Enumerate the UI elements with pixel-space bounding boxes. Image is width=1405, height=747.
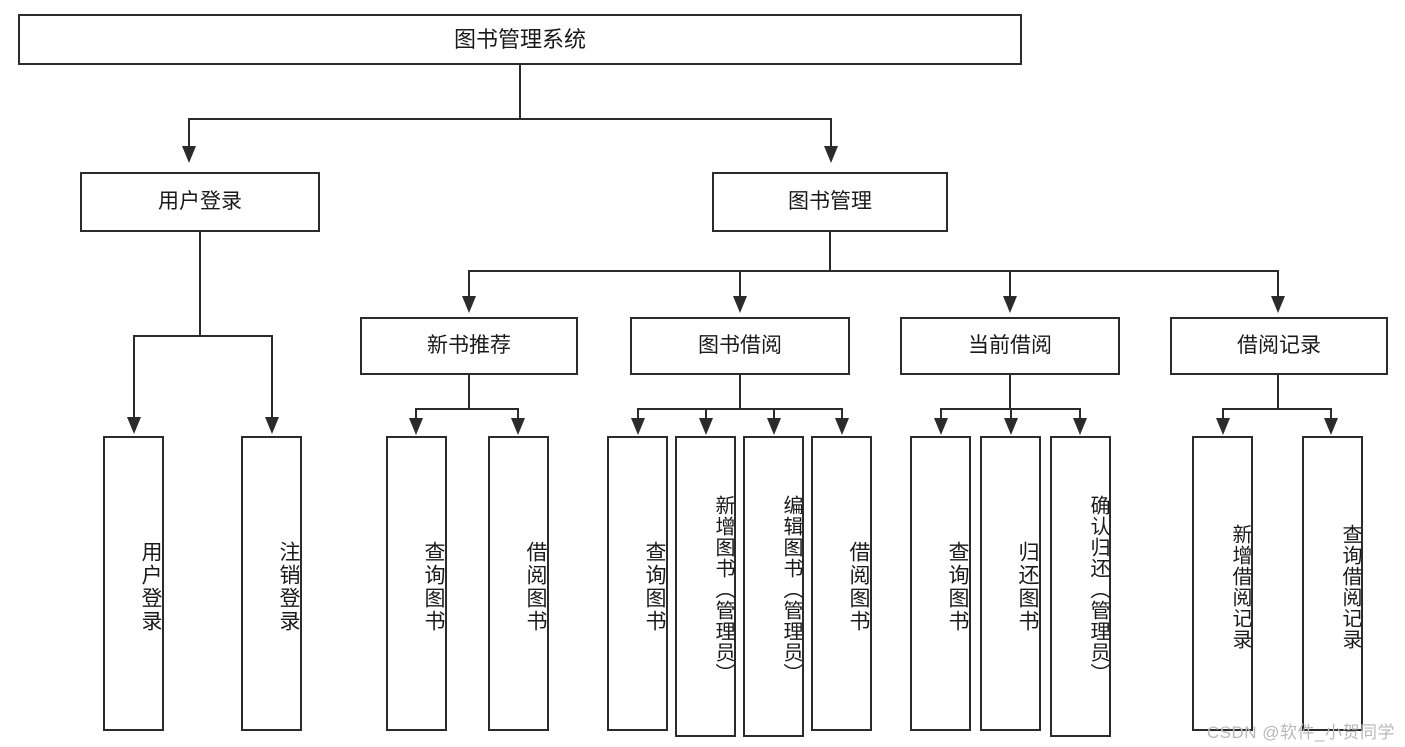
node-label: 当前借阅 bbox=[968, 333, 1052, 357]
arrowhead-to-current-borrow bbox=[1003, 296, 1017, 313]
connector-to-book-borrow bbox=[739, 270, 741, 298]
arrowhead-to-leaf-user-login bbox=[127, 417, 141, 434]
node-label: 图书管理系统 bbox=[453, 26, 586, 52]
connector-to-leaf-query-book-2 bbox=[637, 408, 639, 420]
arrowhead-to-leaf-query-book-1 bbox=[409, 418, 423, 435]
connector-to-leaf-borrow-book-1 bbox=[517, 408, 519, 420]
node-label: 用户登录 bbox=[139, 540, 162, 633]
node-borrow-record[interactable]: 借阅记录 bbox=[1170, 317, 1388, 375]
connector-to-leaf-edit-book-admin bbox=[773, 408, 775, 420]
node-root-book-management-system[interactable]: 图书管理系统 bbox=[18, 14, 1022, 65]
node-label: 查询借阅记录 bbox=[1339, 523, 1361, 650]
node-leaf-return-book[interactable]: 归还图书 bbox=[980, 436, 1041, 731]
connector-level3-bar bbox=[468, 270, 1278, 272]
connector-to-user-login bbox=[188, 118, 190, 148]
node-label: 用户登录 bbox=[158, 189, 242, 213]
node-label: 新书推荐 bbox=[427, 333, 511, 357]
connector-to-leaf-query-book-3 bbox=[940, 408, 942, 420]
connector-to-leaf-return-book bbox=[1010, 408, 1012, 420]
connector-to-book-management bbox=[830, 118, 832, 148]
connector-to-leaf-borrow-book-2 bbox=[841, 408, 843, 420]
arrowhead-to-book-management bbox=[824, 146, 838, 163]
arrowhead-to-leaf-borrow-book-2 bbox=[835, 418, 849, 435]
connector-user-login-bar bbox=[133, 335, 273, 337]
arrowhead-to-leaf-add-book-admin bbox=[699, 418, 713, 435]
arrowhead-to-leaf-confirm-return-admin bbox=[1073, 418, 1087, 435]
node-label: 图书管理 bbox=[788, 189, 872, 213]
connector-to-leaf-add-book-admin bbox=[705, 408, 707, 420]
arrowhead-to-leaf-query-borrow-record bbox=[1324, 418, 1338, 435]
arrowhead-to-leaf-borrow-book-1 bbox=[511, 418, 525, 435]
node-book-borrow[interactable]: 图书借阅 bbox=[630, 317, 850, 375]
node-label: 查询图书 bbox=[422, 540, 445, 633]
node-leaf-edit-book-admin[interactable]: 编辑图书（管理员） bbox=[743, 436, 804, 737]
node-book-management[interactable]: 图书管理 bbox=[712, 172, 948, 232]
node-label: 注销登录 bbox=[277, 540, 300, 633]
node-leaf-query-book-3[interactable]: 查询图书 bbox=[910, 436, 971, 731]
connector-root-stem bbox=[519, 65, 521, 118]
node-leaf-borrow-book-2[interactable]: 借阅图书 bbox=[811, 436, 872, 731]
connector-new-book-recommend-bar bbox=[415, 408, 519, 410]
node-label: 查询图书 bbox=[643, 540, 666, 633]
connector-to-new-book-recommend bbox=[468, 270, 470, 298]
arrowhead-to-leaf-query-book-3 bbox=[934, 418, 948, 435]
connector-user-login-stem bbox=[199, 232, 201, 335]
connector-to-leaf-query-book-1 bbox=[415, 408, 417, 420]
node-label: 新增图书（管理员） bbox=[712, 495, 734, 684]
node-label: 借阅记录 bbox=[1237, 333, 1321, 357]
arrowhead-to-leaf-return-book bbox=[1004, 418, 1018, 435]
node-leaf-logout-login[interactable]: 注销登录 bbox=[241, 436, 302, 731]
node-leaf-user-login[interactable]: 用户登录 bbox=[103, 436, 164, 731]
arrowhead-to-leaf-logout-login bbox=[265, 417, 279, 434]
arrowhead-to-borrow-record bbox=[1271, 296, 1285, 313]
node-leaf-query-book-1[interactable]: 查询图书 bbox=[386, 436, 447, 731]
connector-current-borrow-stem bbox=[1009, 375, 1011, 408]
node-label: 借阅图书 bbox=[847, 540, 870, 633]
csdn-watermark: CSDN @软件_小贺同学 bbox=[1206, 723, 1395, 742]
arrowhead-to-leaf-query-book-2 bbox=[631, 418, 645, 435]
node-leaf-query-borrow-record[interactable]: 查询借阅记录 bbox=[1302, 436, 1363, 731]
connector-to-current-borrow bbox=[1009, 270, 1011, 298]
connector-book-management-stem bbox=[829, 232, 831, 270]
connector-level2-bar bbox=[188, 118, 832, 120]
node-user-login[interactable]: 用户登录 bbox=[80, 172, 320, 232]
arrowhead-to-leaf-add-borrow-record bbox=[1216, 418, 1230, 435]
arrowhead-to-user-login bbox=[182, 146, 196, 163]
connector-to-leaf-logout-login bbox=[271, 335, 273, 419]
node-label: 编辑图书（管理员） bbox=[780, 495, 802, 684]
node-label: 查询图书 bbox=[946, 540, 969, 633]
connector-to-leaf-add-borrow-record bbox=[1222, 408, 1224, 420]
node-label: 图书借阅 bbox=[698, 333, 782, 357]
connector-to-leaf-user-login bbox=[133, 335, 135, 419]
connector-book-borrow-stem bbox=[739, 375, 741, 408]
node-leaf-borrow-book-1[interactable]: 借阅图书 bbox=[488, 436, 549, 731]
node-leaf-add-book-admin[interactable]: 新增图书（管理员） bbox=[675, 436, 736, 737]
node-label: 借阅图书 bbox=[524, 540, 547, 633]
node-label: 确认归还（管理员） bbox=[1087, 495, 1109, 684]
arrowhead-to-leaf-edit-book-admin bbox=[767, 418, 781, 435]
connector-borrow-record-stem bbox=[1277, 375, 1279, 408]
node-leaf-add-borrow-record[interactable]: 新增借阅记录 bbox=[1192, 436, 1253, 731]
node-leaf-query-book-2[interactable]: 查询图书 bbox=[607, 436, 668, 731]
connector-to-borrow-record bbox=[1277, 270, 1279, 298]
node-label: 新增借阅记录 bbox=[1229, 523, 1251, 650]
arrowhead-to-new-book-recommend bbox=[462, 296, 476, 313]
connector-book-borrow-bar bbox=[637, 408, 842, 410]
connector-to-leaf-query-borrow-record bbox=[1330, 408, 1332, 420]
node-label: 归还图书 bbox=[1016, 540, 1039, 633]
connector-to-leaf-confirm-return-admin bbox=[1079, 408, 1081, 420]
connector-new-book-recommend-stem bbox=[468, 375, 470, 408]
arrowhead-to-book-borrow bbox=[733, 296, 747, 313]
node-leaf-confirm-return-admin[interactable]: 确认归还（管理员） bbox=[1050, 436, 1111, 737]
connector-borrow-record-bar bbox=[1222, 408, 1332, 410]
node-current-borrow[interactable]: 当前借阅 bbox=[900, 317, 1120, 375]
node-new-book-recommend[interactable]: 新书推荐 bbox=[360, 317, 578, 375]
